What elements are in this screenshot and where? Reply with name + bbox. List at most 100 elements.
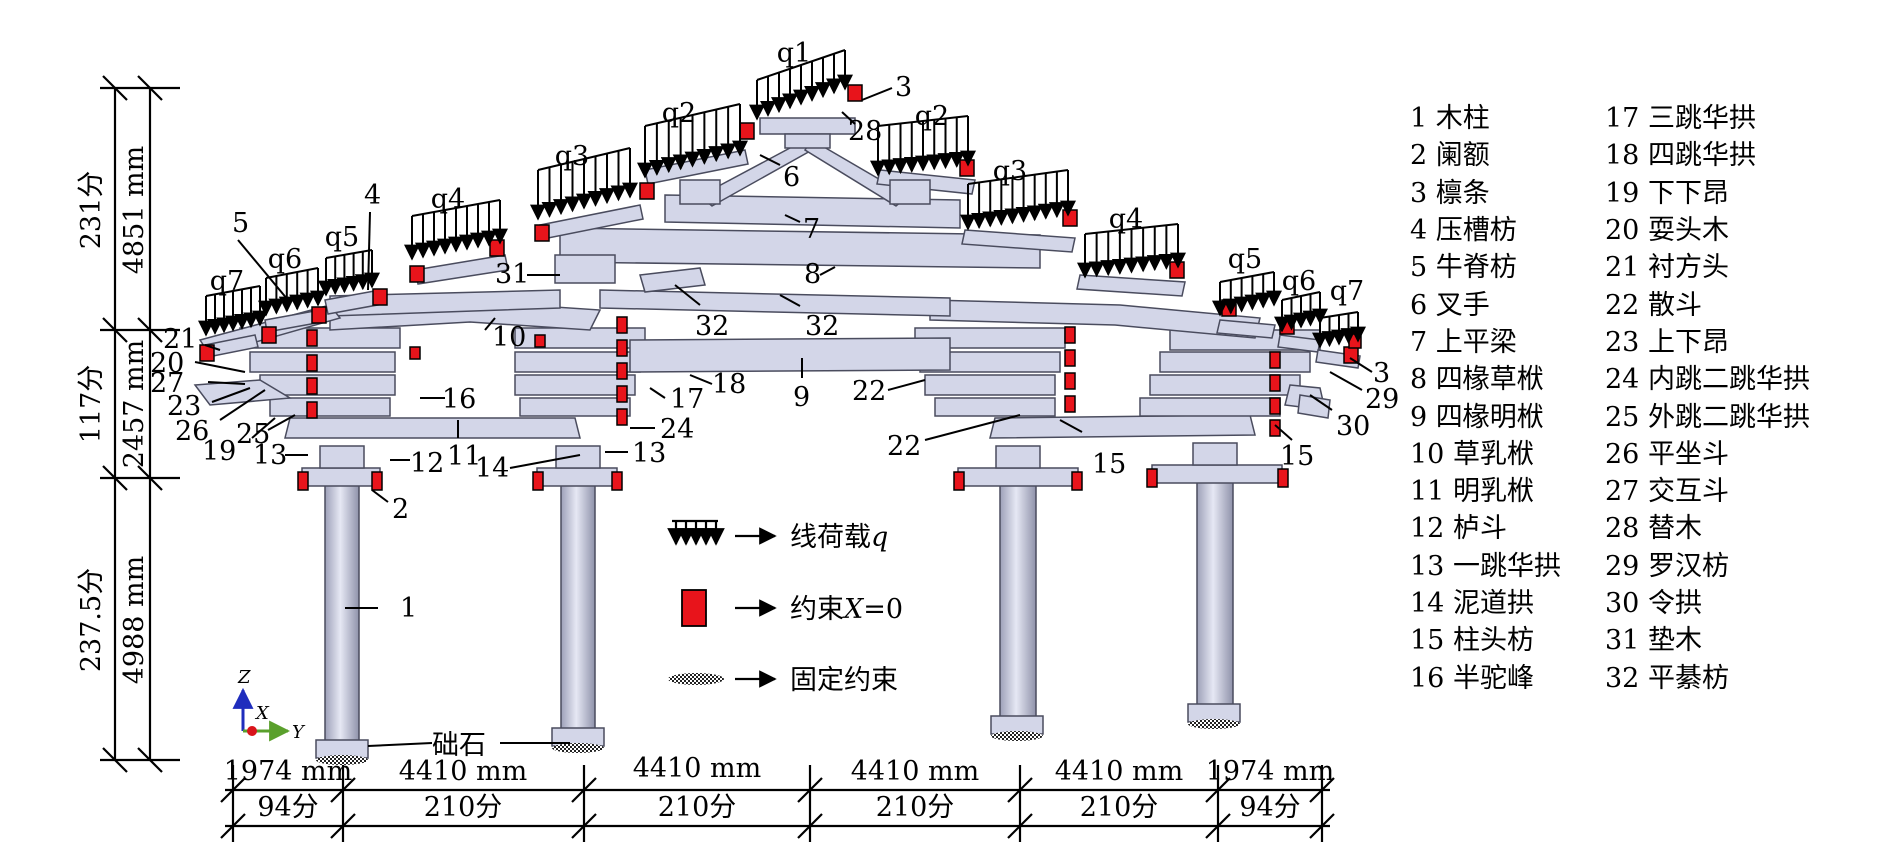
constraint-marker xyxy=(409,346,421,360)
plinth-label: 础石 xyxy=(432,730,486,761)
dianmu-3 xyxy=(889,179,931,205)
callout-32b: 32 xyxy=(805,311,839,342)
part-item: 30 令拱 xyxy=(1605,588,1702,619)
load-label-top-q1: q1 xyxy=(777,38,811,69)
callout-12: 12 xyxy=(410,448,444,479)
part-item: 14 泥道拱 xyxy=(1410,588,1534,619)
callout-13b: 13 xyxy=(632,438,666,469)
dim-h5-fen: 210分 xyxy=(1080,792,1159,823)
part-item: 7 上平梁 xyxy=(1410,326,1517,358)
load-arrows-top-q1 xyxy=(749,49,853,121)
constraint-marker xyxy=(616,316,628,334)
callout-13a: 13 xyxy=(253,440,287,471)
constraint-marker xyxy=(534,334,546,348)
sichuan-mingfu xyxy=(629,337,951,373)
cao-rufu-right xyxy=(929,299,1261,339)
part-item: 24 内跳二跳华拱 xyxy=(1605,364,1810,396)
part-item: 22 散斗 xyxy=(1605,289,1702,321)
dim-h4-fen: 210分 xyxy=(876,792,955,823)
load-arrows-right-q3 xyxy=(960,169,1076,231)
column-1 xyxy=(324,477,360,751)
constraint-marker xyxy=(1146,468,1158,488)
fixed-support-4 xyxy=(1188,719,1240,729)
part-item: 31 垫木 xyxy=(1605,625,1702,657)
callout-26: 26 xyxy=(175,416,209,447)
fixed-support-symbol xyxy=(668,673,724,685)
part-item: 3 檩条 xyxy=(1410,177,1490,209)
lintel-2 xyxy=(536,467,618,487)
load-label-left-q4: q4 xyxy=(431,184,465,215)
purlin-r-q5 xyxy=(1216,319,1276,339)
part-item: 10 草乳栿 xyxy=(1410,438,1534,470)
part-item: 12 栌斗 xyxy=(1410,513,1507,545)
load-label-right-q7: q7 xyxy=(1330,276,1364,307)
constraint-marker xyxy=(371,471,383,491)
part-item: 25 外跳二跳华拱 xyxy=(1605,401,1810,433)
horizontal-dimensions xyxy=(220,765,1335,842)
vertical-dimension-texts: 231分 4851 mm 117分 2457 mm 237.5分 4988 mm xyxy=(76,146,150,685)
load-label-left-q2: q2 xyxy=(662,98,696,129)
lintel-1 xyxy=(301,467,381,487)
callout-8: 8 xyxy=(804,259,821,290)
constraint-marker xyxy=(261,326,277,344)
axis-y-label: Y xyxy=(292,722,306,743)
load-label-right-q6: q6 xyxy=(1282,266,1316,297)
callout-28: 28 xyxy=(848,116,882,147)
column-3 xyxy=(999,477,1037,729)
constraint-marker xyxy=(616,408,628,426)
load-arrows-right-q7 xyxy=(1312,311,1366,349)
bracket-layer-r2 xyxy=(924,374,1056,396)
part-item: 16 半驼峰 xyxy=(1410,662,1534,694)
line-loads-left xyxy=(198,103,748,337)
constraint-marker xyxy=(1064,395,1076,413)
constraint-marker xyxy=(1269,397,1281,415)
callout-10: 10 xyxy=(492,322,526,353)
ludou-4 xyxy=(1192,442,1238,466)
part-item: 9 四椽明栿 xyxy=(1410,401,1544,433)
fixed-support-2 xyxy=(552,743,604,753)
part-item: 11 明乳栿 xyxy=(1410,476,1534,508)
constraint-marker xyxy=(616,339,628,357)
dim-v3-fen: 237.5分 xyxy=(76,568,107,672)
dim-v2-mm: 2457 mm xyxy=(119,340,150,469)
dim-v1-fen: 231分 xyxy=(76,171,107,250)
symbol-legend: 线荷载q 约束X=0 固定约束 xyxy=(667,519,903,696)
timber-members xyxy=(193,117,1361,487)
load-arrows-left-q4 xyxy=(404,199,508,261)
part-item: 27 交互斗 xyxy=(1605,476,1729,508)
part-item: 2 阑额 xyxy=(1410,140,1490,172)
dim-h1-fen: 94分 xyxy=(257,792,318,823)
load-label-left-q3: q3 xyxy=(555,141,589,172)
callout-18: 18 xyxy=(712,369,746,400)
dim-v3-mm: 4988 mm xyxy=(119,556,150,685)
constraint-marker xyxy=(489,239,505,257)
dim-h2-fen: 210分 xyxy=(424,792,503,823)
load-label-right-q4: q4 xyxy=(1109,204,1143,235)
callout-1: 1 xyxy=(400,593,417,624)
linggong-right xyxy=(1297,394,1331,419)
load-arrows-left-q2 xyxy=(637,103,748,179)
constraint-marker xyxy=(1062,209,1078,227)
constraint-marker xyxy=(1064,349,1076,367)
load-arrows-right-q4 xyxy=(1077,223,1186,279)
part-item: 5 牛脊枋 xyxy=(1410,252,1517,284)
constraint-marker xyxy=(1348,333,1362,349)
part-item: 32 平綦枋 xyxy=(1605,662,1729,694)
load-labels: q7 q6 q5 q4 q3 q2 q1 q2 q3 q4 q5 q6 q7 xyxy=(210,38,1364,307)
bracket-layer-m2 xyxy=(514,374,636,396)
callout-19: 19 xyxy=(202,436,236,467)
axis-x-label: X xyxy=(254,703,270,724)
load-label-right-q2: q2 xyxy=(915,101,949,132)
dim-v2-fen: 117分 xyxy=(76,365,107,444)
pingqi-fang-1 xyxy=(599,289,951,317)
dim-h2-mm: 4410 mm xyxy=(399,756,528,787)
purlin-r-q4 xyxy=(1076,274,1186,297)
ludou-3 xyxy=(995,445,1041,469)
constraint-marker xyxy=(1221,299,1237,317)
callout-23: 23 xyxy=(167,391,201,422)
dim-h4-mm: 4410 mm xyxy=(851,756,980,787)
constraint-marker xyxy=(372,288,388,306)
ludou-2 xyxy=(555,445,601,469)
sichuan-caofu xyxy=(559,227,1041,269)
